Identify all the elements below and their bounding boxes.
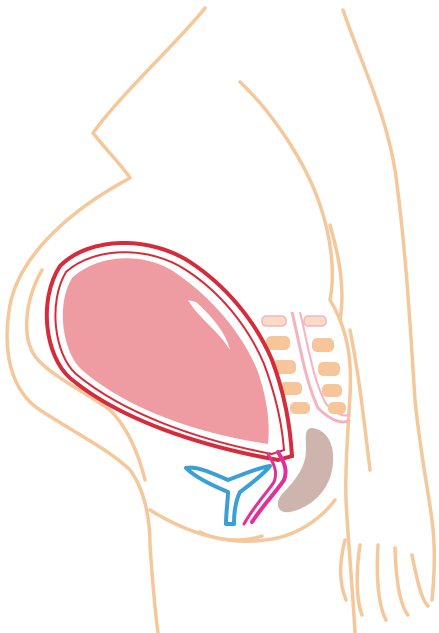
vertebra [266,336,290,350]
vertebra [304,316,326,326]
perineum-contour [200,532,262,540]
arm-contour [343,10,434,600]
vertebra [328,402,346,414]
vertebra [318,362,340,376]
vertebra [262,316,286,326]
arm-inner-contour [350,330,370,470]
fetal-sac [63,258,269,444]
vertebra [290,402,310,414]
vertebra [312,338,334,352]
vertebra [322,384,342,397]
pelvic-floor-contour [150,500,335,541]
